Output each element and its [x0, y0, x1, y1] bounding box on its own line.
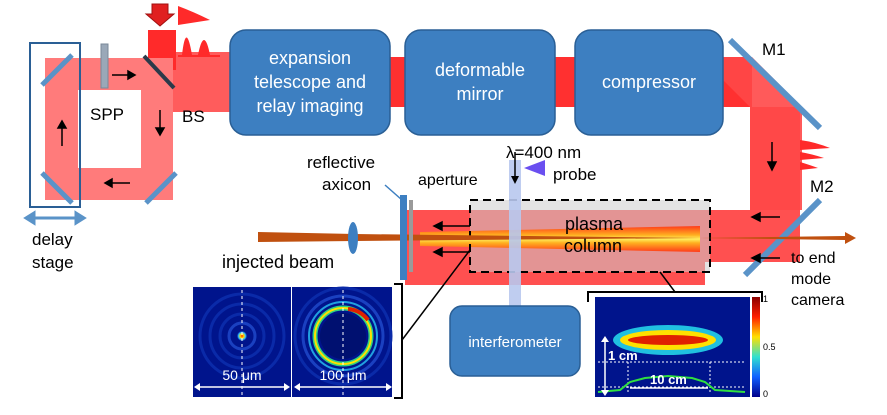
- horizontal-scale-label: 10 cm: [650, 372, 687, 387]
- probe-label: probe: [553, 165, 596, 184]
- probe-wavelength-label: λ=400 nm: [506, 143, 581, 162]
- input-arrow-icon: [144, 3, 176, 27]
- spp-plate: [100, 43, 109, 89]
- interferometer-box: [449, 305, 581, 377]
- mirror-m1: [727, 37, 823, 131]
- output-pulse-icon: [800, 140, 830, 170]
- probe-arrowhead: [511, 176, 519, 184]
- stage-label: stage: [32, 253, 74, 272]
- probe-pulse-icon: [524, 160, 545, 176]
- deformable-label-line1: deformable: [435, 60, 525, 80]
- deformable-mirror-box: [404, 29, 556, 136]
- expansion-label-line3: relay imaging: [256, 96, 363, 116]
- delay-mirror-top-left: [40, 53, 74, 87]
- deformable-label-line2: mirror: [457, 84, 504, 104]
- input-pulse-icon: [178, 6, 210, 25]
- delay-stage-arrow: [23, 210, 87, 226]
- left-spot-core: [237, 331, 247, 341]
- mode-label: mode: [791, 271, 831, 288]
- injected-beam-focus: [355, 234, 700, 241]
- reflective-axicon: [400, 195, 407, 280]
- plasma-profile-inset: 1 cm 10 cm 1 0.5 0: [587, 271, 776, 399]
- double-pulse-icon: [178, 37, 220, 57]
- expansion-label-line2: telescope and: [254, 72, 366, 92]
- reflective-label: reflective: [307, 153, 375, 172]
- colormap-tick-05: 0.5: [763, 342, 776, 352]
- interferometer-label: interferometer: [468, 334, 561, 351]
- aperture: [409, 200, 413, 272]
- delay-mirror-bottom-left: [40, 171, 74, 205]
- profile-pointer: [659, 271, 676, 293]
- axicon-label: axicon: [322, 175, 371, 194]
- profile-lineout: [597, 374, 746, 393]
- plasma-label-line2: column: [564, 236, 622, 256]
- expansion-label-line1: expansion: [269, 48, 351, 68]
- spp-label: SPP: [90, 105, 124, 124]
- right-scale-label: 100 μm: [320, 367, 367, 383]
- compressor-label: compressor: [602, 72, 696, 92]
- expansion-telescope-box: [229, 29, 391, 136]
- delay-loop: [23, 42, 178, 226]
- left-scale-label: 50 μm: [222, 367, 261, 383]
- injected-beam-label: injected beam: [222, 252, 334, 272]
- camera-label: camera: [791, 292, 844, 309]
- compressor-box: [574, 29, 724, 136]
- delay-loop-hole: [78, 90, 141, 168]
- delay-stage-frame: [29, 42, 81, 208]
- delay-mirror-bottom-right: [144, 171, 178, 205]
- colormap-tick-0: 0: [763, 389, 768, 399]
- injected-beam: [258, 232, 355, 242]
- injection-lens: [348, 222, 358, 254]
- axicon-pointer: [384, 184, 403, 201]
- beam-vertical-segment: [750, 107, 800, 212]
- m2-label: M2: [810, 177, 834, 196]
- vertical-scale-label: 1 cm: [608, 348, 638, 363]
- focal-spot-insets: 50 μm 100 μm: [193, 286, 393, 397]
- m1-label: M1: [762, 40, 786, 59]
- aperture-label: aperture: [418, 172, 478, 189]
- delay-label: delay: [32, 230, 73, 249]
- colormap-tick-1: 1: [763, 294, 768, 304]
- output-beam: [700, 236, 845, 240]
- output-beam-arrowhead: [845, 232, 856, 244]
- probe-beam: [509, 160, 521, 310]
- insets-bracket: [394, 283, 403, 399]
- profile-column-core: [628, 335, 708, 345]
- bs-label: BS: [182, 107, 205, 126]
- to-end-label: to end: [791, 250, 835, 267]
- beam-splitter-bs: [142, 54, 176, 90]
- colormap-bar: [752, 297, 760, 397]
- beam-top-light-segment: [172, 52, 232, 112]
- insets-pointer: [401, 249, 471, 341]
- plasma-label-line1: plasma: [565, 214, 624, 234]
